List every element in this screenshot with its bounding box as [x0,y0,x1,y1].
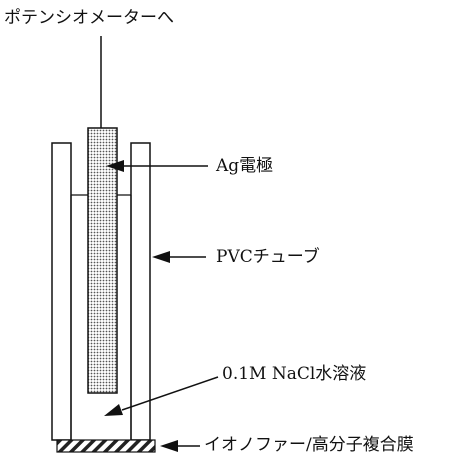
label-ionophore-membrane: イオノファー/高分子複合膜 [204,435,414,455]
ionophore-membrane [56,439,156,453]
tube-right-wall [130,142,151,441]
arrowhead-ag-electrode [106,160,124,172]
arrowhead-nacl-solution [104,404,123,416]
arrowhead-pvc-tube [152,251,170,263]
tube-left-wall [51,142,72,441]
ag-electrode [87,127,118,394]
arrowhead-membrane [160,440,178,452]
arrow-nacl-solution [121,376,219,411]
label-potentiostat: ポテンシオメーターへ [4,8,174,28]
label-nacl-solution: 0.1M NaCl水溶液 [222,364,367,384]
label-ag-electrode: Ag電極 [216,156,274,176]
label-pvc-tube: PVCチューブ [216,247,320,267]
